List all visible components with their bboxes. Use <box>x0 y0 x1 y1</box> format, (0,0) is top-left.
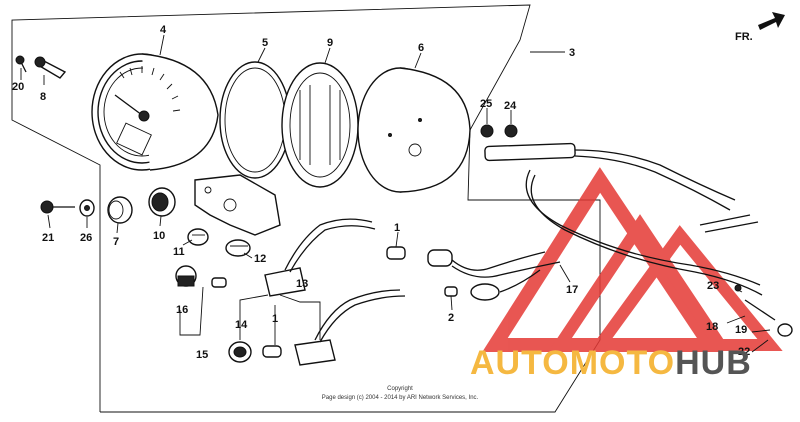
meter-case <box>357 67 471 193</box>
bulb-socket-upper <box>264 218 376 297</box>
callout-6: 6 <box>418 42 424 54</box>
screw-20 <box>15 55 27 73</box>
bolt-21 <box>40 200 75 214</box>
copyright-line2: Page design (c) 2004 - 2014 by ARI Netwo… <box>322 395 479 401</box>
callout-16: 16 <box>176 304 188 316</box>
callout-25: 25 <box>480 98 492 110</box>
callout-7: 7 <box>113 236 119 248</box>
callout-1-lower: 1 <box>272 313 278 325</box>
screw-8 <box>34 56 67 79</box>
callout-10: 10 <box>153 230 165 242</box>
callout-5: 5 <box>262 37 268 49</box>
bulb-1-upper <box>386 246 406 260</box>
callout-11: 11 <box>173 246 185 258</box>
callout-18: 18 <box>706 321 718 333</box>
bulb-1-middle <box>211 277 227 288</box>
nut-24 <box>504 124 518 138</box>
callout-13: 13 <box>296 278 308 290</box>
seal-ring <box>219 61 291 179</box>
washer-26 <box>79 199 95 217</box>
clip-11 <box>187 228 209 246</box>
speedometer-cable <box>484 142 763 296</box>
callout-20: 20 <box>12 81 24 93</box>
clip-12 <box>225 239 251 257</box>
callout-2: 2 <box>448 312 454 324</box>
grommet-7 <box>107 196 133 224</box>
callout-1-upper: 1 <box>394 222 400 234</box>
meter-assembly <box>91 53 219 171</box>
fitting-18-19 <box>734 284 793 337</box>
bulb-1-lower <box>262 345 282 358</box>
copyright-line1: Copyright <box>387 386 413 392</box>
bulb-socket-2 <box>427 249 561 301</box>
leader-lines <box>20 34 771 353</box>
callouts: 4 5 9 6 3 20 8 25 24 21 26 7 10 11 12 1 … <box>12 24 750 361</box>
front-direction-arrow: FR. <box>735 12 785 43</box>
watermark-text: AUTOMOTOHUB <box>470 344 752 382</box>
cap-16 <box>175 265 197 287</box>
cap-14 <box>228 341 252 363</box>
callout-24: 24 <box>504 100 517 112</box>
callout-22: 22 <box>738 346 750 358</box>
direction-label: FR. <box>735 31 753 43</box>
callout-21: 21 <box>42 232 54 244</box>
callout-9: 9 <box>327 37 333 49</box>
callout-23: 23 <box>707 280 719 292</box>
callout-17: 17 <box>566 284 578 296</box>
watermark-logo <box>482 167 783 352</box>
grommet-10 <box>148 187 176 217</box>
callout-8: 8 <box>40 91 46 103</box>
callout-26: 26 <box>80 232 92 244</box>
callout-4: 4 <box>160 24 167 36</box>
nut-25 <box>480 124 494 138</box>
callout-3: 3 <box>569 47 575 59</box>
bulb-socket-lower <box>294 289 406 366</box>
copyright-notice: Copyright Page design (c) 2004 - 2014 by… <box>322 386 479 401</box>
callout-19: 19 <box>735 324 747 336</box>
callout-14: 14 <box>235 319 248 331</box>
meter-housing <box>281 62 359 188</box>
callout-15: 15 <box>196 349 208 361</box>
callout-12: 12 <box>254 253 266 265</box>
meter-bracket <box>194 174 281 236</box>
